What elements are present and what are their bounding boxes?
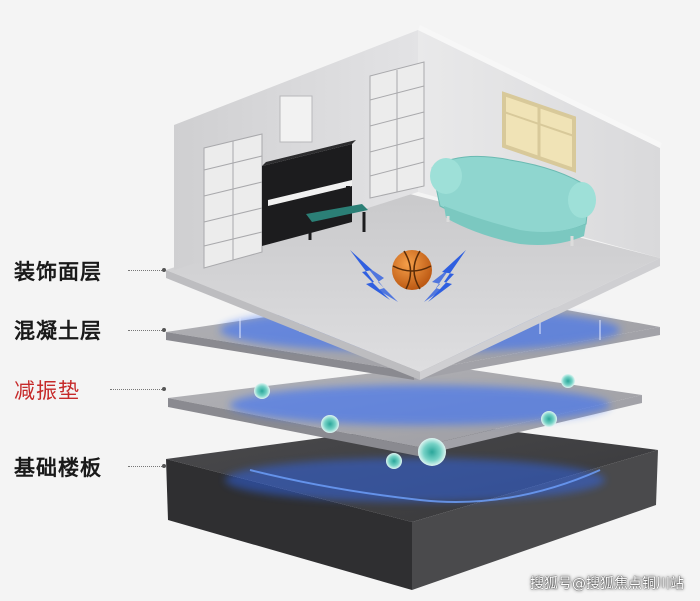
leader-line — [128, 270, 162, 271]
layer-label-damping: 减振垫 — [14, 379, 80, 403]
leader-dot — [162, 387, 166, 391]
layer-label-base: 基础楼板 — [14, 456, 102, 480]
impact-lightning-icon — [350, 250, 466, 302]
leader-dot — [162, 328, 166, 332]
piano-bench — [306, 204, 368, 240]
sofa — [430, 155, 596, 246]
base-slab — [166, 422, 658, 590]
layer-label-finish: 装饰面层 — [14, 260, 102, 284]
bookshelf-right — [369, 61, 425, 199]
leader-line — [128, 466, 162, 467]
leader-dot — [162, 268, 166, 272]
bookshelf-left — [203, 133, 263, 269]
leader-dot — [162, 464, 166, 468]
watermark: 搜狐号@搜狐焦点铜川站 — [530, 576, 684, 592]
leader-line — [128, 330, 162, 331]
window — [502, 91, 576, 173]
damping-pad-layer — [168, 365, 642, 469]
damping-bubbles — [254, 374, 575, 469]
piano — [262, 140, 356, 246]
basketball-icon — [392, 250, 432, 290]
room-finish-layer — [166, 25, 662, 380]
layer-label-concrete: 混凝土层 — [14, 319, 102, 343]
wall-frame — [279, 95, 313, 143]
leader-line — [110, 389, 162, 390]
